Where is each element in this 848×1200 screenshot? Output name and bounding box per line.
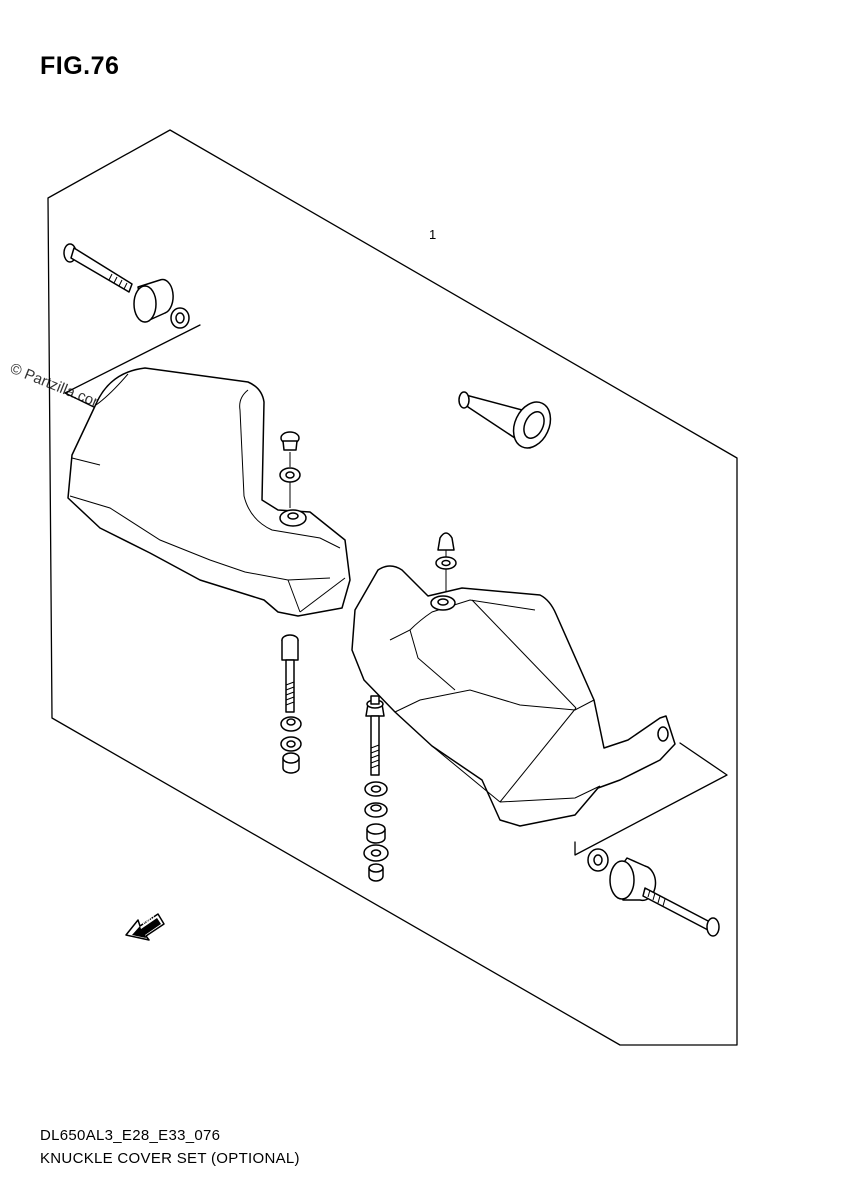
- figure-title: FIG.76: [40, 52, 120, 80]
- left-rubber-cushion[interactable]: [133, 278, 174, 323]
- diagram-name: KNUCKLE COVER SET (OPTIONAL): [40, 1150, 300, 1167]
- right-cover-washer[interactable]: [435, 556, 457, 570]
- left-lower-nut[interactable]: [280, 716, 302, 732]
- left-knuckle-cover[interactable]: [67, 367, 351, 617]
- left-group-leader: [64, 324, 201, 411]
- right-lower-cap[interactable]: [368, 863, 384, 882]
- left-washer[interactable]: [170, 307, 190, 329]
- right-washer[interactable]: [587, 848, 609, 872]
- kit-boundary: [47, 129, 738, 1046]
- left-cover-washer[interactable]: [279, 467, 301, 483]
- left-mounting-bolt[interactable]: [63, 243, 133, 293]
- left-lower-washer[interactable]: [280, 736, 302, 752]
- fwd-arrow-icon: [125, 913, 165, 941]
- bar-end-sleeve[interactable]: [458, 391, 558, 454]
- right-cap-nut[interactable]: [437, 532, 455, 551]
- left-lower-bolt[interactable]: [281, 634, 299, 713]
- diagram-code: DL650AL3_E28_E33_076: [40, 1127, 221, 1144]
- right-lower-washer-1[interactable]: [364, 781, 388, 797]
- right-group-leader: [574, 742, 728, 856]
- right-lower-washer-2[interactable]: [363, 844, 389, 862]
- left-cover-screw[interactable]: [280, 431, 300, 451]
- right-mounting-bolt[interactable]: [642, 887, 720, 937]
- left-lower-collar[interactable]: [282, 752, 300, 774]
- right-lower-stud[interactable]: [365, 695, 385, 776]
- right-lower-nut[interactable]: [364, 802, 388, 818]
- right-lower-collar[interactable]: [366, 823, 386, 844]
- right-knuckle-cover[interactable]: [351, 565, 676, 827]
- part-callout-1[interactable]: 1: [429, 227, 437, 242]
